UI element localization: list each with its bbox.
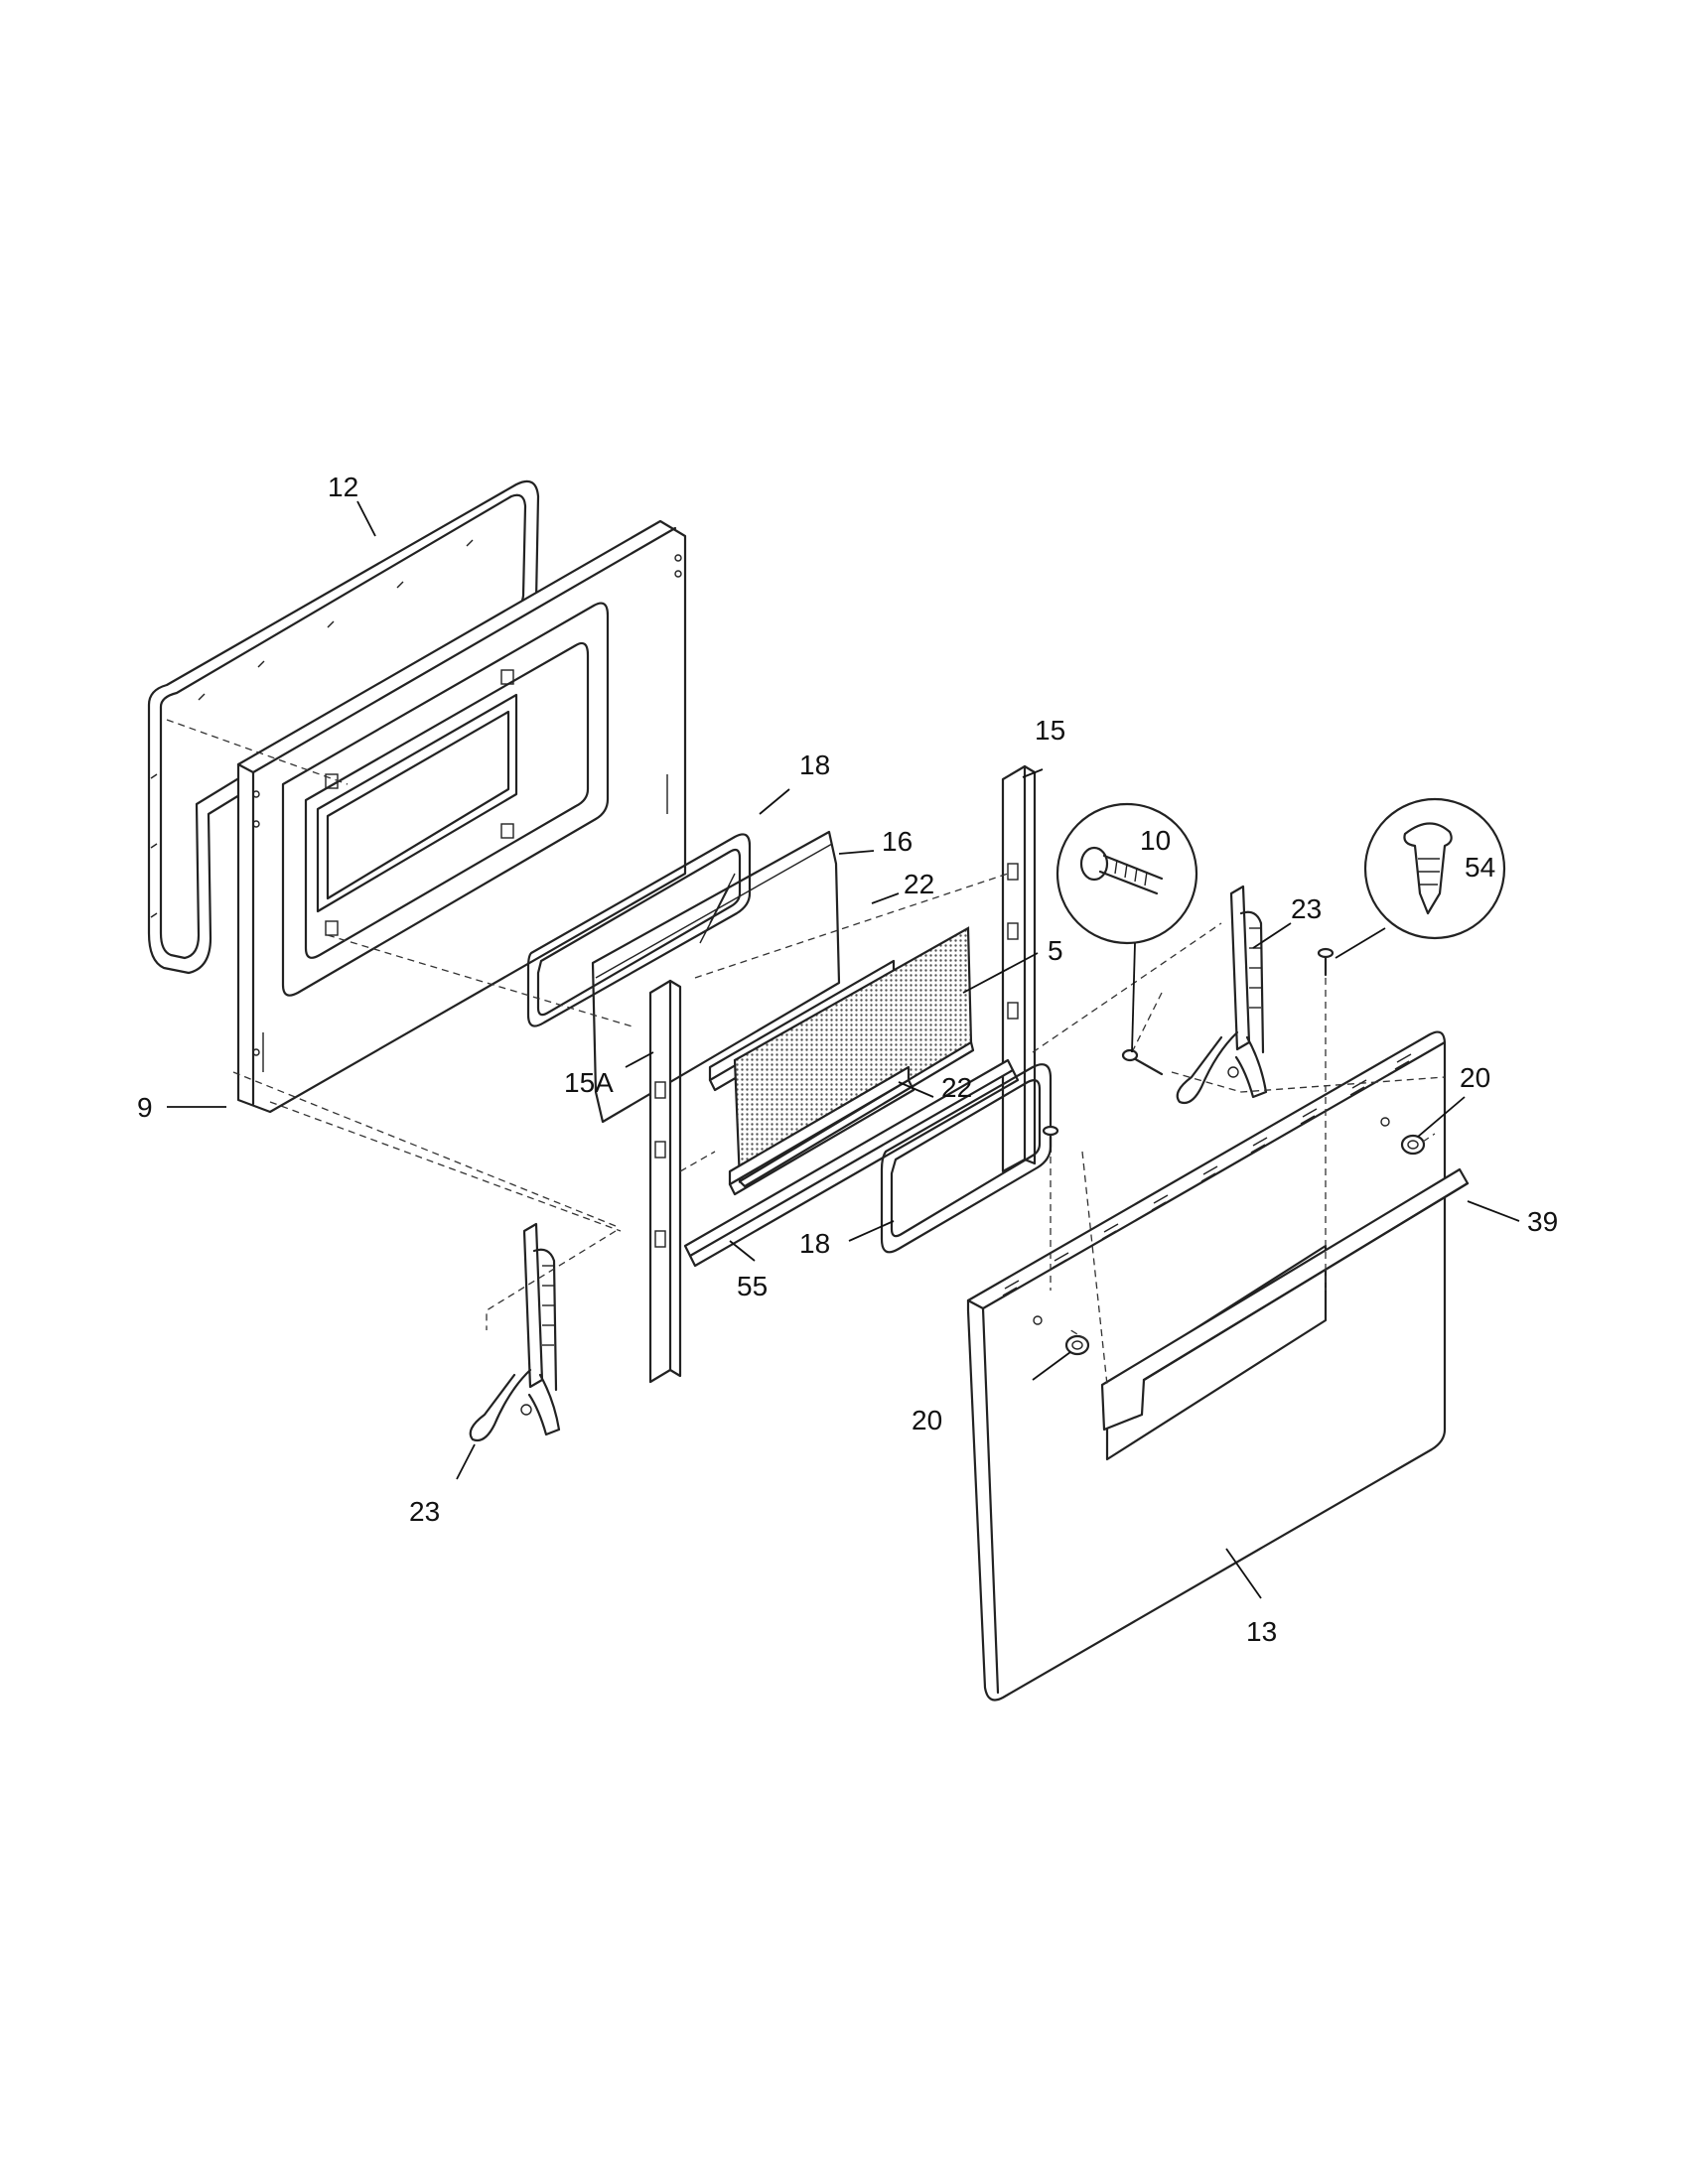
door-rail-left-part	[648, 979, 682, 1384]
handle-spacer-left-part	[1064, 1334, 1090, 1356]
alignment-guides	[166, 719, 1446, 1386]
callout-20-left: 20	[912, 1405, 942, 1435]
window-glass-part	[591, 830, 841, 1124]
callout-10: 10	[1140, 825, 1171, 856]
door-screw-middle-part	[1042, 1125, 1059, 1154]
callout-39: 39	[1527, 1206, 1558, 1237]
callout-9: 9	[137, 1092, 153, 1123]
callout-18-upper: 18	[799, 750, 830, 780]
door-hinge-upper-part	[1176, 885, 1268, 1105]
handle-spacer-right-part	[1400, 1134, 1426, 1156]
callout-labels: 12 9 18 16 15 22 5 22 15A 18 55 10 54 23…	[137, 472, 1558, 1647]
callout-13: 13	[1246, 1616, 1277, 1647]
door-hinge-lower-part	[469, 1222, 561, 1442]
window-gasket-upper-part	[526, 833, 752, 1027]
callout-55: 55	[737, 1271, 768, 1301]
detail-circle-screw-54	[1363, 797, 1506, 940]
hinge-screw-part	[1121, 1048, 1164, 1076]
callout-15a: 15A	[564, 1067, 614, 1098]
inner-door-liner-part	[236, 519, 687, 1114]
callout-18-lower: 18	[799, 1228, 830, 1259]
callout-12: 12	[328, 472, 358, 502]
callout-23-lower: 23	[409, 1496, 440, 1527]
callout-5: 5	[1048, 935, 1063, 966]
callout-22-lower: 22	[941, 1072, 972, 1103]
door-handle-part	[1100, 1167, 1470, 1432]
leader-lines	[167, 500, 1520, 1599]
door-insulation-mesh-part	[733, 926, 975, 1188]
callout-15: 15	[1035, 715, 1065, 746]
glass-bracket-lower-part	[728, 1065, 915, 1196]
window-gasket-lower-part	[880, 1063, 1053, 1254]
callout-20-right: 20	[1460, 1062, 1490, 1093]
callout-54: 54	[1465, 852, 1495, 883]
door-bottom-channel-part	[683, 1058, 1020, 1268]
door-gasket-part	[147, 479, 540, 975]
door-screw-top-part	[1317, 947, 1335, 977]
callout-16: 16	[882, 826, 913, 857]
detail-circle-screw-10	[1055, 802, 1198, 945]
callout-23-upper: 23	[1291, 893, 1322, 924]
callout-22-upper: 22	[904, 869, 934, 899]
